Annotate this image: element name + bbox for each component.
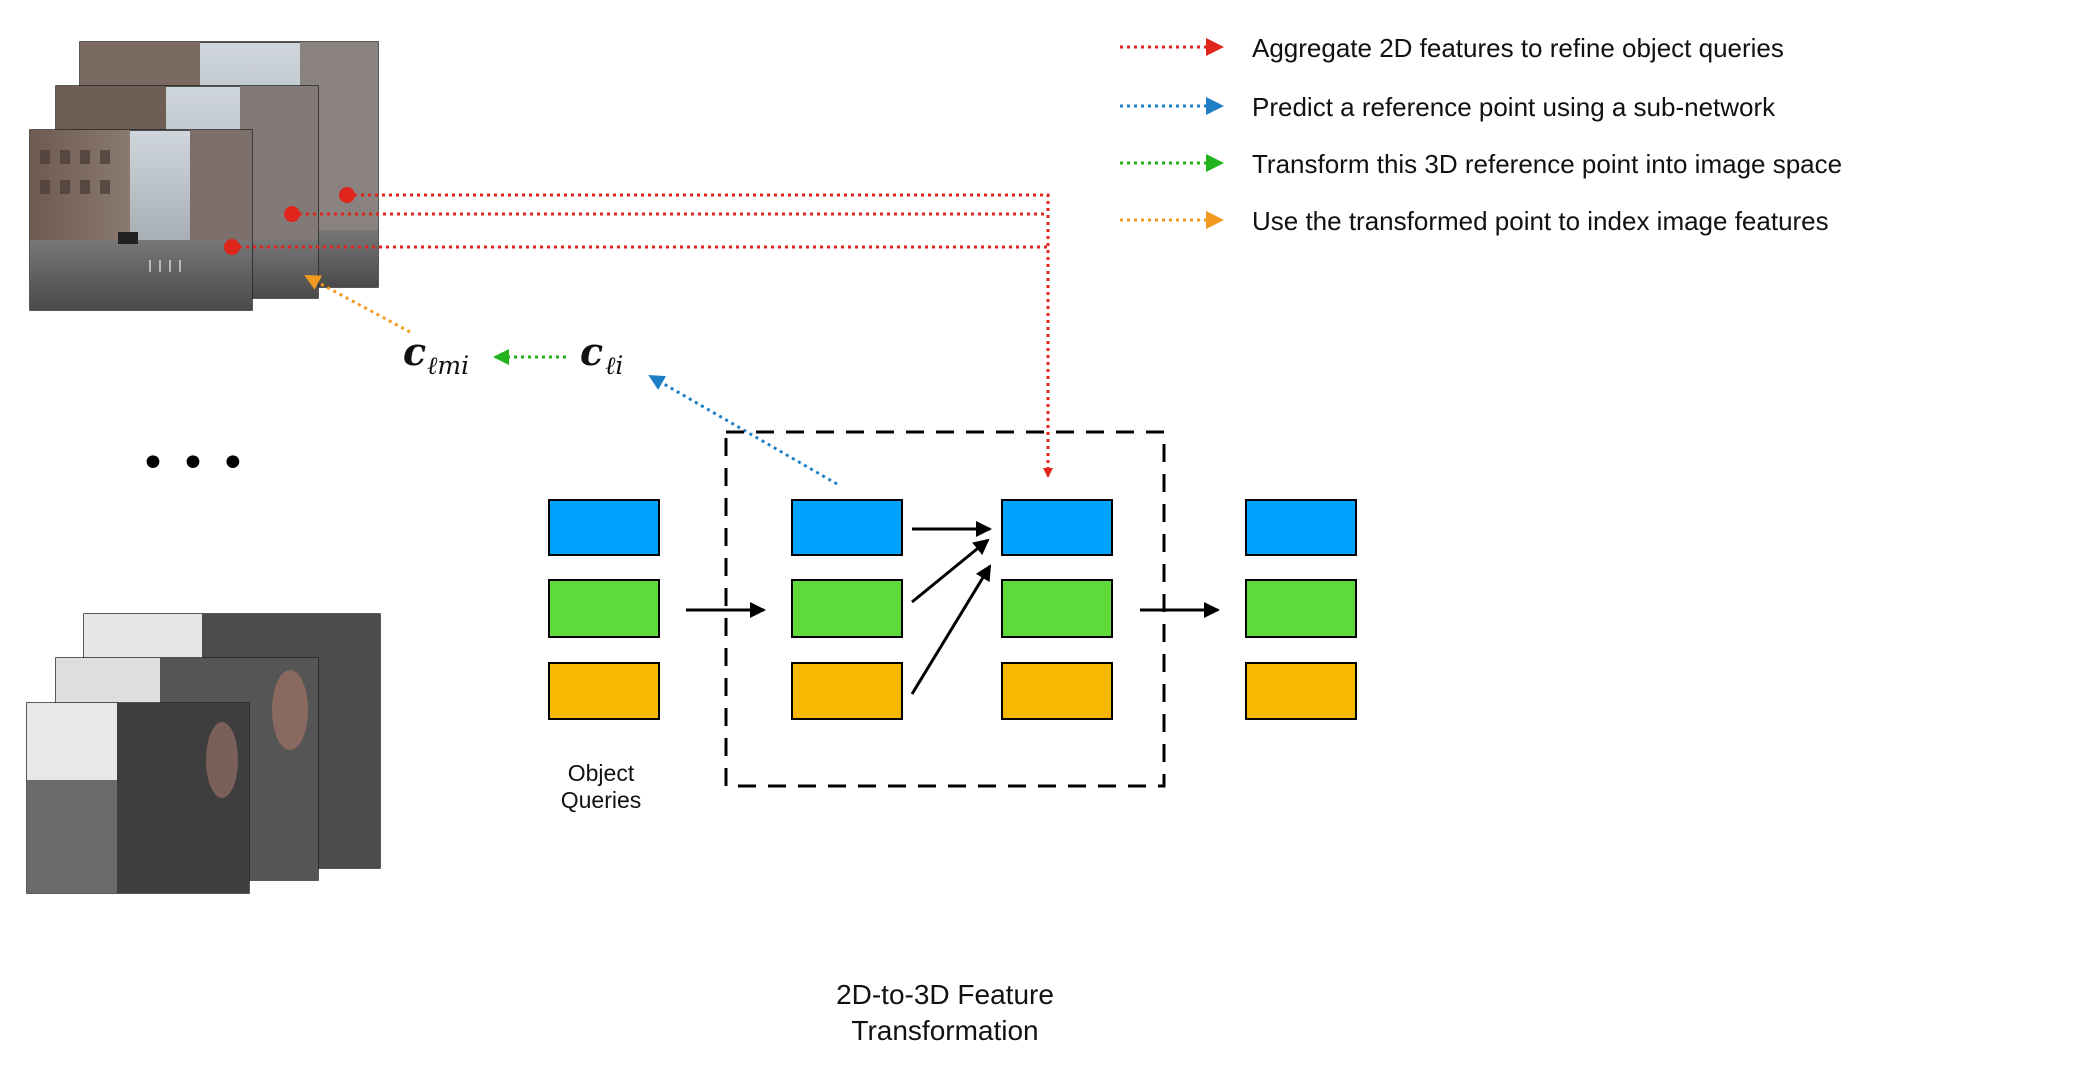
symbol-subscript: ℓi bbox=[605, 351, 623, 380]
query-block-green bbox=[791, 579, 903, 638]
reference-point-cli: c ℓi bbox=[580, 329, 623, 380]
transformation-caption: 2D-to-3D Feature bbox=[836, 979, 1054, 1010]
ellipsis-dots-icon: • • • bbox=[140, 438, 246, 489]
query-block-orange bbox=[1245, 662, 1357, 720]
legend-item-aggregate: Aggregate 2D features to refine object q… bbox=[1120, 33, 1784, 63]
camera-image-stack-top bbox=[29, 41, 379, 311]
object-queries-input bbox=[548, 499, 660, 720]
symbol-base: c bbox=[580, 329, 603, 374]
query-block-green bbox=[1001, 579, 1113, 638]
query-block-orange bbox=[548, 662, 660, 720]
legend-item-transform: Transform this 3D reference point into i… bbox=[1120, 149, 1842, 179]
query-block-blue bbox=[548, 499, 660, 556]
query-block-green bbox=[548, 579, 660, 638]
arrow-icon bbox=[910, 564, 992, 695]
object-queries-label: Queries bbox=[561, 787, 642, 813]
transformation-caption: Transformation bbox=[851, 1015, 1038, 1046]
queries-in-box-left bbox=[791, 499, 903, 720]
index-features-arrow bbox=[304, 274, 411, 334]
arrow-icon bbox=[911, 538, 990, 604]
camera-image-stack-bottom bbox=[26, 613, 381, 894]
query-block-orange bbox=[1001, 662, 1113, 720]
flow-arrows bbox=[686, 521, 1220, 695]
legend-label: Use the transformed point to index image… bbox=[1252, 206, 1829, 236]
feature-aggregation-paths bbox=[232, 193, 1053, 478]
query-block-blue bbox=[1245, 499, 1357, 556]
symbol-base: c bbox=[403, 329, 426, 374]
predict-arrow bbox=[648, 374, 838, 486]
legend-label: Predict a reference point using a sub-ne… bbox=[1252, 92, 1776, 122]
legend-label: Transform this 3D reference point into i… bbox=[1252, 149, 1842, 179]
query-block-blue bbox=[1001, 499, 1113, 556]
query-block-green bbox=[1245, 579, 1357, 638]
legend-item-predict: Predict a reference point using a sub-ne… bbox=[1120, 92, 1776, 122]
queries-in-box-right bbox=[1001, 499, 1113, 720]
symbol-subscript: ℓmi bbox=[427, 351, 469, 380]
object-queries-label: Object bbox=[568, 760, 635, 786]
legend-label: Aggregate 2D features to refine object q… bbox=[1252, 33, 1784, 63]
camera-image bbox=[26, 702, 250, 894]
refined-queries-output bbox=[1245, 499, 1357, 720]
query-block-blue bbox=[791, 499, 903, 556]
legend: Aggregate 2D features to refine object q… bbox=[1120, 33, 1842, 236]
camera-image bbox=[29, 129, 253, 311]
legend-item-index: Use the transformed point to index image… bbox=[1120, 206, 1829, 236]
query-block-orange bbox=[791, 662, 903, 720]
reference-point-clmi: c ℓmi bbox=[403, 329, 469, 380]
